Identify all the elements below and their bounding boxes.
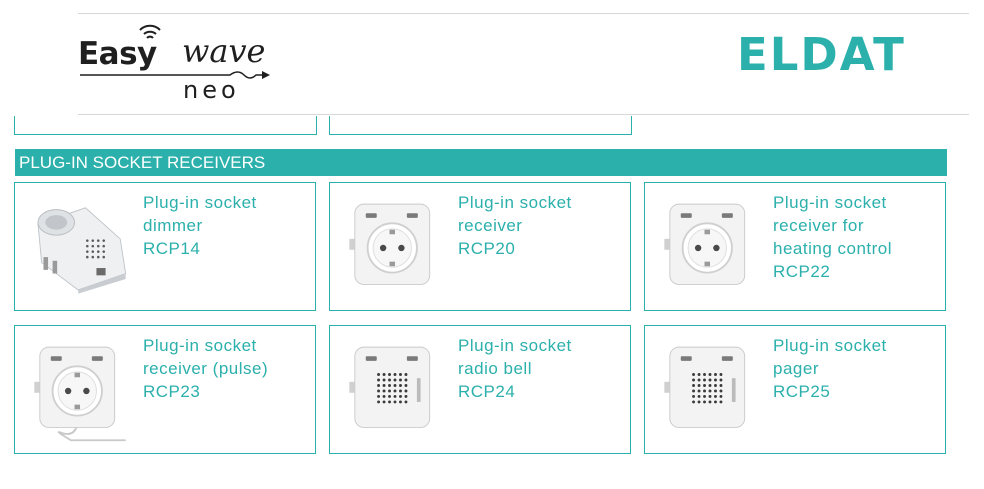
header-top-line <box>78 13 712 14</box>
eldat-wordmark: ELDAT <box>737 30 906 80</box>
socket-heating-image <box>664 203 746 285</box>
brand-neo: neo <box>183 76 240 104</box>
product-name-line: Plug-in socket <box>773 193 887 212</box>
product-model: RCP23 <box>143 382 201 401</box>
plug-dimmer-image <box>37 207 127 294</box>
header-bottom-line <box>78 114 712 115</box>
socket-receiver-image <box>349 203 431 285</box>
product-card-rcp23[interactable]: Plug-in socket receiver (pulse) RCP23 <box>14 325 316 454</box>
wave-arrow-icon <box>80 71 270 79</box>
product-model: RCP14 <box>143 239 201 258</box>
product-name-line: dimmer <box>143 216 203 235</box>
previous-card-stub <box>14 116 317 135</box>
product-name-line: Plug-in socket <box>458 336 572 355</box>
pager-image <box>664 346 746 428</box>
previous-card-stub <box>329 116 632 135</box>
brand-wave: wave <box>182 32 266 70</box>
product-name-line: Plug-in socket <box>773 336 887 355</box>
product-text[interactable]: Plug-in socket receiver for heating contro… <box>773 191 892 283</box>
eldat-logo[interactable]: ELDAT <box>737 30 977 80</box>
product-model: RCP22 <box>773 262 831 281</box>
header-bottom-line-right <box>712 114 969 115</box>
product-model: RCP25 <box>773 382 831 401</box>
product-name-line: Plug-in socket <box>143 193 257 212</box>
radio-bell-image <box>349 346 431 428</box>
easywave-logo[interactable]: Easy wave neo <box>78 18 278 108</box>
header-top-line-right <box>712 13 969 14</box>
product-card-rcp22[interactable]: Plug-in socket receiver for heating contro… <box>644 182 946 311</box>
socket-pulse-image <box>34 346 126 442</box>
product-model: RCP20 <box>458 239 516 258</box>
brand-easy: Easy <box>78 36 157 72</box>
wifi-signal-icon <box>139 24 161 39</box>
product-name-line: Plug-in socket <box>458 193 572 212</box>
product-model: RCP24 <box>458 382 516 401</box>
product-name-line: radio bell <box>458 359 532 378</box>
product-name-line: receiver for <box>773 216 865 235</box>
product-name-line: pager <box>773 359 819 378</box>
section-title: PLUG-IN SOCKET RECEIVERS <box>15 149 947 176</box>
product-name-line: heating control <box>773 239 893 258</box>
product-text[interactable]: Plug-in socket receiver (pulse) RCP23 <box>143 334 268 403</box>
product-name-line: receiver <box>458 216 523 235</box>
product-name-line: receiver (pulse) <box>143 359 269 378</box>
product-name-line: Plug-in socket <box>143 336 257 355</box>
